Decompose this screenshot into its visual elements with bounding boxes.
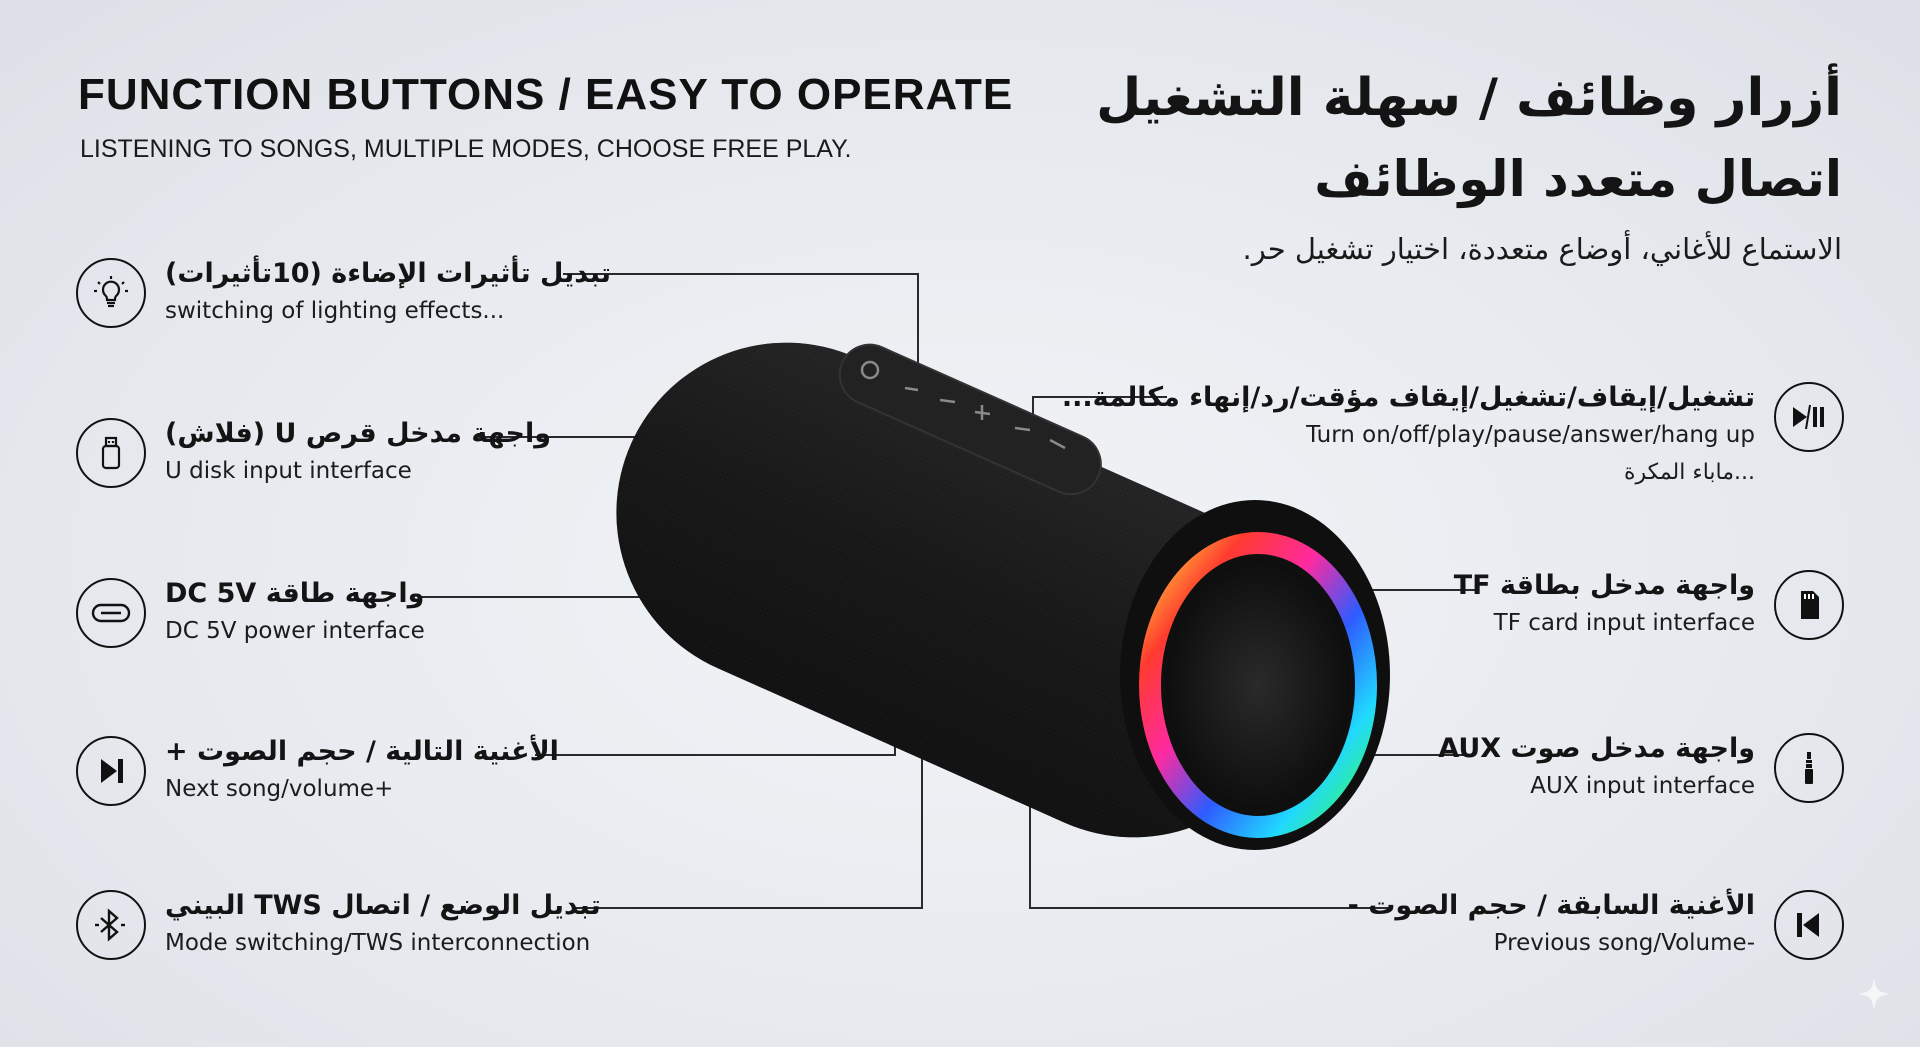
feature-previous-song-ar: الأغنية السابقة / حجم الصوت - [1347, 890, 1755, 921]
usb-c-port-icon [76, 578, 146, 648]
feature-power-play-ar: تشغيل/إيقاف/تشغيل/إيقاف مؤقت/رد/إنهاء مك… [1061, 382, 1755, 413]
english-title: FUNCTION BUTTONS / EASY TO OPERATE [78, 70, 1014, 119]
aux-jack-icon [1774, 733, 1844, 803]
feature-tf-card-ar: واجهة مدخل بطاقة TF [1453, 570, 1755, 601]
feature-power-play-extra: ...ماباء المكرة [1624, 460, 1755, 485]
next-track-icon [76, 736, 146, 806]
feature-u-disk-en: U disk input interface [165, 458, 412, 484]
usb-drive-icon [76, 418, 146, 488]
sparkle-icon [1858, 978, 1890, 1010]
previous-track-icon [1774, 890, 1844, 960]
feature-lighting-en: switching of lighting effects... [165, 298, 505, 324]
feature-tf-card-en: TF card input interface [1493, 610, 1755, 636]
feature-next-song-ar: الأغنية التالية / حجم الصوت + [165, 736, 559, 767]
arabic-subtitle: الاستماع للأغاني، أوضاع متعددة، اختيار ت… [1242, 232, 1842, 266]
feature-power-play-en: Turn on/off/play/pause/answer/hang up [1306, 422, 1755, 448]
lightbulb-icon [76, 258, 146, 328]
play-pause-icon [1774, 382, 1844, 452]
feature-power-play: تشغيل/إيقاف/تشغيل/إيقاف مؤقت/رد/إنهاء مك… [1062, 382, 1844, 492]
feature-u-disk: واجهة مدخل قرص U (فلاش) U disk input int… [76, 418, 776, 498]
feature-next-song-en: Next song/volume+ [165, 776, 394, 802]
arabic-title-line1: أزرار وظائف / سهلة التشغيل [1096, 68, 1842, 128]
feature-tf-card: واجهة مدخل بطاقة TF TF card input interf… [1144, 570, 1844, 650]
feature-previous-song: الأغنية السابقة / حجم الصوت - Previous s… [1144, 890, 1844, 970]
feature-previous-song-en: Previous song/Volume- [1493, 930, 1755, 956]
feature-aux: واجهة مدخل صوت AUX AUX input interface [1144, 733, 1844, 813]
feature-u-disk-ar: واجهة مدخل قرص U (فلاش) [165, 418, 552, 449]
feature-aux-en: AUX input interface [1530, 773, 1755, 799]
feature-dc-power-en: DC 5V power interface [165, 618, 425, 644]
feature-mode-tws-en: Mode switching/TWS interconnection [165, 930, 591, 956]
feature-dc-power: واجهة طاقة DC 5V DC 5V power interface [76, 578, 776, 658]
feature-next-song: الأغنية التالية / حجم الصوت + Next song/… [76, 736, 776, 816]
feature-dc-power-ar: واجهة طاقة DC 5V [165, 578, 425, 609]
feature-aux-ar: واجهة مدخل صوت AUX [1438, 733, 1755, 764]
feature-lighting-ar: تبديل تأثيرات الإضاءة (10تأثيرات) [165, 258, 612, 289]
english-subtitle: LISTENING TO SONGS, MULTIPLE MODES, CHOO… [80, 135, 852, 163]
sd-card-icon [1774, 570, 1844, 640]
feature-lighting: تبديل تأثيرات الإضاءة (10تأثيرات) switch… [76, 258, 776, 338]
bluetooth-icon [76, 890, 146, 960]
arabic-title-line2: اتصال متعدد الوظائف [1314, 150, 1842, 208]
feature-mode-tws-ar: تبديل الوضع / اتصال TWS البيني [165, 890, 601, 921]
feature-mode-tws: تبديل الوضع / اتصال TWS البيني Mode swit… [76, 890, 776, 970]
